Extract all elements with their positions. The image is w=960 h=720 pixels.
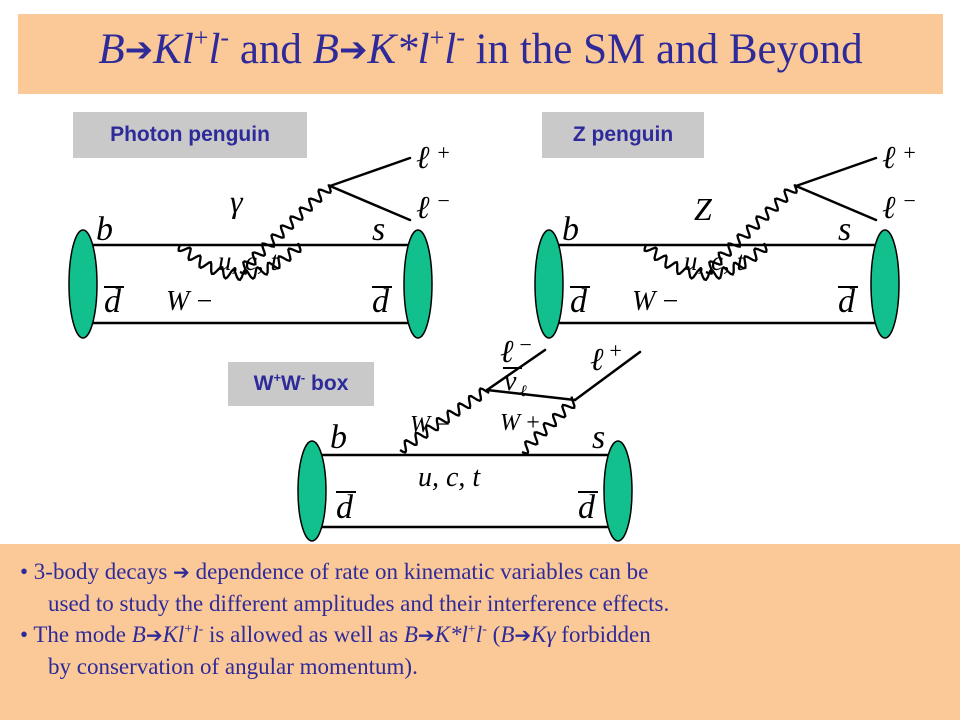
quark-s-label: s <box>592 419 605 456</box>
quark-d-label: d <box>578 489 596 526</box>
gw3-boson-line <box>399 387 490 454</box>
w-plus-label: W + <box>500 410 541 436</box>
svg-text:−: − <box>436 188 451 213</box>
z-penguin-diagram <box>547 156 887 325</box>
w-minus-label: W − <box>410 412 451 438</box>
summary-panel <box>0 544 960 720</box>
quark-b-label: b <box>330 419 347 456</box>
quark-d-label: d <box>336 489 354 526</box>
photon-penguin-label: Photon penguin <box>73 112 307 158</box>
ww-box-label: W+W- box <box>228 362 374 406</box>
svg-text:ℓ: ℓ <box>520 383 527 400</box>
lepton-label: ℓ <box>590 341 604 377</box>
quark-s-label: s <box>372 211 385 248</box>
meson-k-right-1 <box>403 229 433 339</box>
w-minus-label: W − <box>166 286 214 317</box>
lepton-label: ℓ <box>416 189 430 225</box>
ph1-boson-line <box>239 183 332 275</box>
z-boson-label: Z <box>694 191 713 227</box>
meson-b-left-1 <box>68 229 98 339</box>
svg-text:−: − <box>902 188 917 213</box>
quark-d-label: d <box>570 283 588 320</box>
quark-s-label: s <box>838 211 851 248</box>
bullet-1-line-1: • 3-body decays ➔ dependence of rate on … <box>20 559 649 584</box>
summary-text: • 3-body decays ➔ dependence of rate on … <box>20 556 950 682</box>
quark-b-label: b <box>562 211 579 248</box>
gw4-boson-line <box>521 396 576 455</box>
z-penguin-label: Z penguin <box>542 112 704 158</box>
lepton-label: ℓ <box>416 139 430 175</box>
title-banner <box>18 14 943 94</box>
bullet-1-line-2: used to study the different amplitudes a… <box>48 591 670 616</box>
ph2-boson-line <box>705 183 798 275</box>
loop-quarks-label: u, c, t <box>218 246 279 276</box>
slide-title: B➔Kl+l- and B➔K*l+l- in the SM and Beyon… <box>98 23 863 74</box>
meson-b-left-2 <box>534 229 564 339</box>
meson-b-left-3 <box>297 440 327 542</box>
svg-text:+: + <box>436 140 451 165</box>
svg-text:+: + <box>902 140 917 165</box>
gw1-boson-line <box>177 242 302 282</box>
quark-d-label: d <box>372 283 390 320</box>
svg-text:−: − <box>518 332 533 357</box>
lepton-label: ℓ <box>882 139 896 175</box>
neutrino-label: ν <box>504 366 517 397</box>
ww-box-diagram <box>310 348 642 529</box>
w-minus-label: W − <box>632 286 680 317</box>
bullet-2-line-1: • The mode B➔Kl+l- is allowed as well as… <box>20 622 651 647</box>
svg-text:+: + <box>608 338 623 363</box>
quark-d-label: d <box>838 283 856 320</box>
meson-k-right-3 <box>603 440 633 542</box>
loop-quarks-label: u, c, t <box>418 462 481 493</box>
lepton-label: ℓ <box>500 333 514 369</box>
quark-d-label: d <box>104 283 122 320</box>
gamma-label: γ <box>230 183 244 219</box>
bullet-2-line-2: by conservation of angular momentum). <box>48 654 418 679</box>
meson-k-right-2 <box>870 229 900 339</box>
photon-penguin-diagram <box>81 156 422 325</box>
quark-b-label: b <box>96 211 113 248</box>
loop-quarks-label: u, c, t <box>684 246 745 276</box>
gw2-boson-line <box>643 242 768 282</box>
lepton-label: ℓ <box>882 189 896 225</box>
